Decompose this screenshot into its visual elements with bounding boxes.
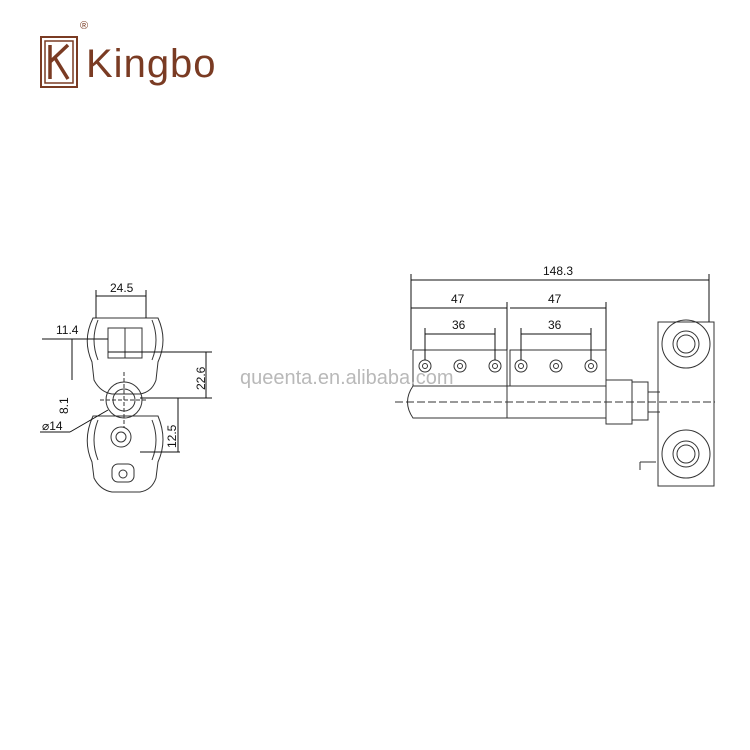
dim-right-span: 47 [548, 292, 562, 306]
dim-right-hole: 36 [548, 318, 562, 332]
dim-height: 22.6 [194, 366, 208, 390]
dim-width-top: 24.5 [110, 281, 134, 295]
dim-overall: 148.3 [543, 264, 573, 278]
dim-left-span: 47 [451, 292, 465, 306]
brand-logo: ® Kingbo [40, 20, 240, 94]
dim-offset: 11.4 [56, 323, 79, 337]
dim-diameter: ⌀14 [42, 419, 63, 433]
brand-name: Kingbo [86, 42, 217, 86]
side-view [40, 290, 212, 493]
dim-lower: 12.5 [165, 424, 179, 448]
kingbo-logo-icon [40, 36, 78, 88]
watermark: queenta.en.alibaba.com [240, 367, 454, 389]
dim-center: 8.1 [57, 397, 71, 414]
dim-left-hole: 36 [452, 318, 466, 332]
front-view [395, 274, 715, 487]
registered-mark: ® [80, 20, 89, 32]
